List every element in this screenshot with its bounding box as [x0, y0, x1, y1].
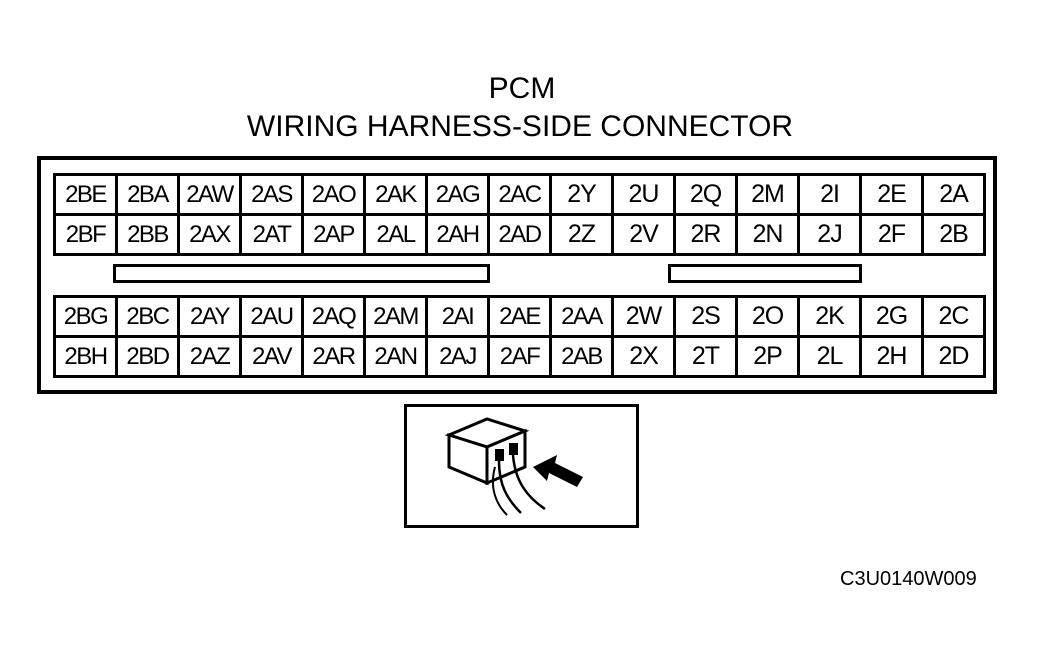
pin-cell: 2P	[738, 338, 800, 378]
pin-cell: 2AD	[490, 216, 552, 256]
pin-cell: 2I	[800, 176, 862, 216]
pin-cell: 2AW	[180, 176, 242, 216]
pin-cell: 2N	[738, 216, 800, 256]
pin-cell: 2AB	[552, 338, 614, 378]
pin-cell: 2T	[676, 338, 738, 378]
pin-cell: 2J	[800, 216, 862, 256]
pin-cell: 2X	[614, 338, 676, 378]
pin-cell: 2AA	[552, 298, 614, 338]
diagram-subtitle: WIRING HARNESS-SIDE CONNECTOR	[246, 110, 794, 143]
pin-cell: 2AO	[304, 176, 366, 216]
pin-cell: 2W	[614, 298, 676, 338]
figure-code: C3U0140W009	[840, 568, 977, 590]
pin-cell: 2AG	[428, 176, 490, 216]
pin-cell: 2R	[676, 216, 738, 256]
pin-cell: 2AU	[242, 298, 304, 338]
pin-cell: 2D	[924, 338, 986, 378]
pin-cell: 2AZ	[180, 338, 242, 378]
pin-cell: 2M	[738, 176, 800, 216]
pin-cell: 2L	[800, 338, 862, 378]
pin-cell: 2BE	[56, 176, 118, 216]
pin-cell: 2AT	[242, 216, 304, 256]
pin-cell: 2AM	[366, 298, 428, 338]
pin-cell: 2Y	[552, 176, 614, 216]
pin-cell: 2AH	[428, 216, 490, 256]
pin-cell: 2BD	[118, 338, 180, 378]
pin-cell: 2AX	[180, 216, 242, 256]
pin-cell: 2AC	[490, 176, 552, 216]
locking-slot-right	[668, 264, 862, 283]
pin-cell: 2F	[862, 216, 924, 256]
pin-cell: 2AV	[242, 338, 304, 378]
pin-cell: 2C	[924, 298, 986, 338]
pin-cell: 2AL	[366, 216, 428, 256]
pin-cell: 2AK	[366, 176, 428, 216]
pin-cell: 2BH	[56, 338, 118, 378]
pin-cell: 2V	[614, 216, 676, 256]
pin-cell: 2AP	[304, 216, 366, 256]
pin-cell: 2AI	[428, 298, 490, 338]
pin-cell: 2BC	[118, 298, 180, 338]
pin-cell: 2S	[676, 298, 738, 338]
pin-cell: 2B	[924, 216, 986, 256]
pin-cell: 2Z	[552, 216, 614, 256]
pin-cell: 2BG	[56, 298, 118, 338]
pin-cell: 2E	[862, 176, 924, 216]
pin-cell: 2AR	[304, 338, 366, 378]
pin-cell: 2BB	[118, 216, 180, 256]
pin-cell: 2BA	[118, 176, 180, 216]
pin-cell: 2U	[614, 176, 676, 216]
pin-cell: 2O	[738, 298, 800, 338]
pin-cell: 2G	[862, 298, 924, 338]
pin-cell: 2AY	[180, 298, 242, 338]
probe-inset	[404, 404, 639, 528]
pin-cell: 2AE	[490, 298, 552, 338]
pin-cell: 2K	[800, 298, 862, 338]
pin-cell: 2AQ	[304, 298, 366, 338]
locking-slot-left	[113, 264, 490, 283]
pin-cell: 2AS	[242, 176, 304, 216]
pin-cell: 2A	[924, 176, 986, 216]
pin-cell: 2AN	[366, 338, 428, 378]
diagram-title: PCM	[488, 72, 556, 105]
pin-cell: 2H	[862, 338, 924, 378]
pin-cell: 2AJ	[428, 338, 490, 378]
harness-connector-probe-icon	[444, 417, 583, 516]
pin-cell: 2AF	[490, 338, 552, 378]
pin-cell: 2Q	[676, 176, 738, 216]
pin-cell: 2BF	[56, 216, 118, 256]
